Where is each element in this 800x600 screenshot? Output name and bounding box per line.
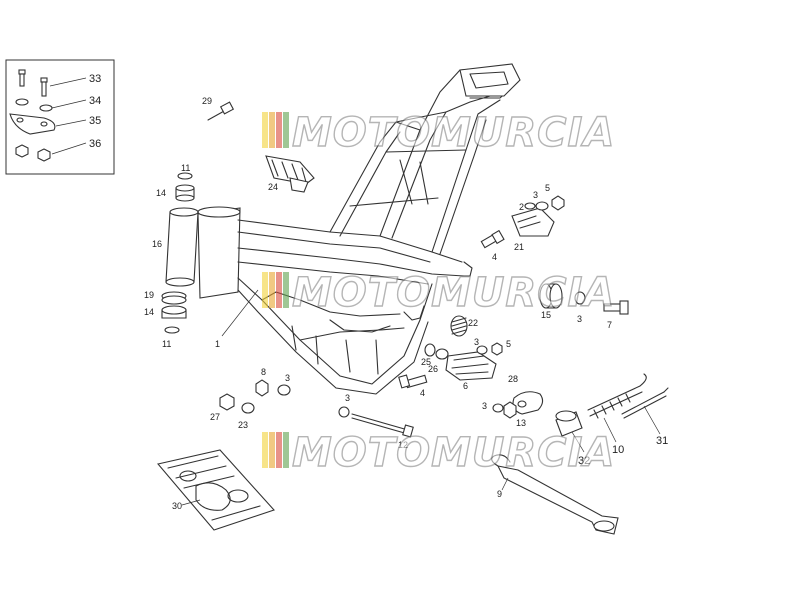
callout-14-bottom: 14 [144, 307, 154, 317]
watermark-text-middle: MOTOMURCIA [292, 270, 615, 316]
callout-12: 12 [398, 440, 408, 450]
callout-3-pivot: 3 [345, 393, 350, 403]
inset-callout-36: 36 [89, 138, 101, 150]
part-12-pivot-bolt [351, 413, 414, 438]
part-5-nut [491, 342, 503, 356]
part-3-washer-pivot [338, 406, 350, 418]
watermark-top: MOTOMURCIA [262, 109, 615, 157]
callout-3-upper-right: 3 [533, 190, 538, 200]
inset-bolt [18, 69, 48, 97]
watermark-middle: MOTOMURCIA [262, 269, 615, 317]
part-28-bracket [512, 391, 544, 415]
part-10-spring [587, 373, 647, 419]
part-30-decal-sheet [156, 449, 275, 531]
callout-11-top: 11 [181, 163, 190, 173]
watermark-text-bottom: MOTOMURCIA [292, 430, 615, 476]
callout-21: 21 [514, 242, 524, 252]
callout-32: 32 [578, 455, 590, 467]
inset-callout-35: 35 [89, 115, 101, 127]
part-4-bolt-lower [398, 374, 428, 389]
part-9-side-stand [491, 454, 619, 535]
part-3-washer-left [277, 384, 291, 396]
part-32-rubber [555, 410, 583, 437]
callout-27: 27 [210, 412, 220, 422]
callout-7: 7 [607, 320, 612, 330]
callout-31: 31 [656, 435, 668, 447]
inset-washer [15, 98, 53, 112]
callout-10: 10 [612, 444, 624, 456]
part-6-footpeg [424, 343, 497, 381]
part-3-washer-mid [476, 345, 488, 355]
callout-5-mid: 5 [506, 339, 511, 349]
part-21-footpeg [511, 195, 565, 237]
callout-3-left: 3 [285, 373, 290, 383]
callout-22: 22 [468, 318, 478, 328]
callout-2: 2 [519, 202, 524, 212]
watermark-bottom: MOTOMURCIA [262, 429, 615, 477]
callout-4-lower: 4 [420, 388, 425, 398]
callout-4-upper: 4 [492, 252, 497, 262]
callout-23: 23 [238, 420, 248, 430]
part-22-spring [450, 315, 468, 337]
callout-26: 26 [428, 364, 438, 374]
callout-14-top: 14 [156, 188, 166, 198]
callout-19: 19 [144, 290, 154, 300]
part-23-washer [241, 402, 255, 414]
part-31-tool [621, 387, 669, 419]
watermark-text-top: MOTOMURCIA [292, 110, 615, 156]
part-27-nut [219, 393, 235, 411]
callout-30: 30 [172, 501, 182, 511]
part-7-bolt [603, 300, 629, 315]
callout-16: 16 [152, 239, 162, 249]
steering-bearing-stack [161, 172, 199, 334]
part-3-washer-right [574, 291, 586, 305]
hardware-inset: 33 34 35 36 [5, 59, 115, 175]
callout-3-right: 3 [577, 314, 582, 324]
part-3-washer-lower-right [492, 403, 504, 413]
part-4-bolt-upper [480, 229, 505, 249]
callout-24: 24 [268, 182, 278, 192]
part-13-nut [503, 401, 517, 419]
callout-11-bottom: 11 [162, 339, 171, 349]
callout-9: 9 [497, 489, 502, 499]
callout-8: 8 [261, 367, 266, 377]
callout-6: 6 [463, 381, 468, 391]
callout-25: 25 [421, 357, 431, 367]
main-frame [197, 63, 521, 395]
callout-28: 28 [508, 374, 518, 384]
inset-nut [15, 144, 51, 162]
callout-29: 29 [202, 96, 212, 106]
callout-13: 13 [516, 418, 526, 428]
callout-3-mid: 3 [474, 337, 479, 347]
callout-15: 15 [541, 310, 551, 320]
callout-5-upper: 5 [545, 183, 550, 193]
part-29-bolt [207, 101, 235, 121]
part-24-footpeg [265, 155, 315, 193]
callout-1: 1 [215, 339, 220, 349]
part-15-bushing [539, 283, 563, 309]
callout-3-lower-right: 3 [482, 401, 487, 411]
inset-callout-34: 34 [89, 95, 101, 107]
part-8-nut [255, 379, 269, 397]
inset-callout-33: 33 [89, 73, 101, 85]
